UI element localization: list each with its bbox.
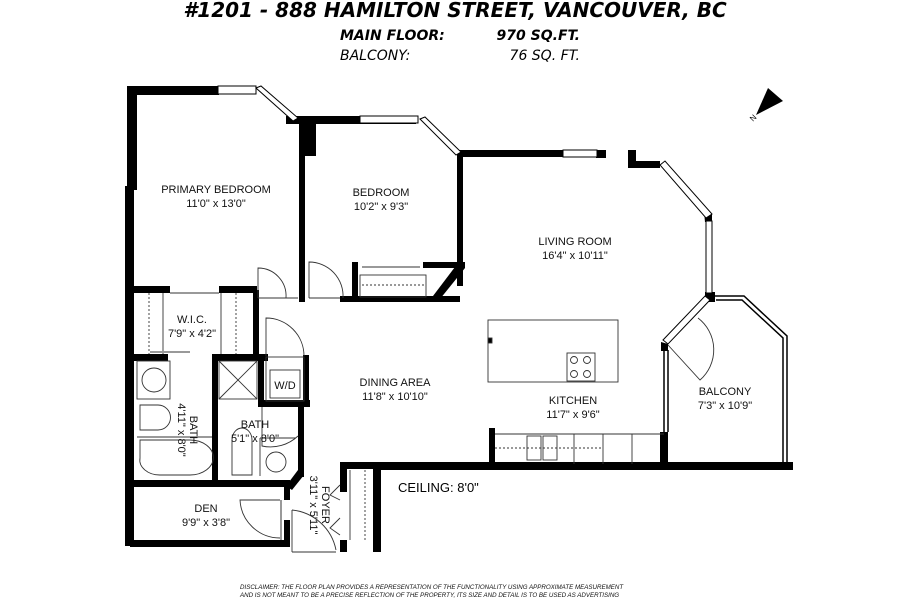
windows [217, 85, 713, 345]
fixtures [136, 261, 715, 553]
bedroom-name: BEDROOM [353, 187, 410, 199]
foyer-size: 3'11" x 5'11" [307, 476, 319, 535]
den-size: 9'9" x 3'8" [182, 517, 230, 529]
living-room-size: 16'4" x 10'11" [542, 250, 608, 262]
washer-dryer-label: W/D [274, 380, 295, 392]
balcony-area-label: BALCONY: [340, 48, 411, 64]
primary-bedroom-size: 11'0" x 13'0" [186, 198, 246, 210]
north-label: N [748, 113, 759, 124]
dining-area-name: DINING AREA [360, 377, 432, 389]
bath-size: 5'1" x 8'0" [231, 433, 279, 445]
page-title: #1201 - 888 HAMILTON STREET, VANCOUVER, … [183, 0, 727, 22]
kitchen-name: KITCHEN [549, 395, 597, 407]
ensuite-bath-name: BATH [187, 416, 199, 445]
foyer-name: FOYER [319, 486, 331, 524]
wic-size: 7'9" x 4'2" [168, 328, 216, 340]
primary-bedroom-name: PRIMARY BEDROOM [161, 184, 271, 196]
disclaimer-line-1: DISCLAIMER: THE FLOOR PLAN PROVIDES A RE… [240, 584, 624, 591]
walls [125, 86, 793, 552]
disclaimer-line-2: AND IS NOT MEANT TO BE A PRECISE REFLECT… [240, 592, 620, 599]
den-name: DEN [194, 503, 217, 515]
balcony-outline [663, 295, 788, 466]
bath-name: BATH [241, 419, 270, 431]
balcony-name: BALCONY [699, 386, 752, 398]
main-floor-value: 970 SQ.FT. [496, 28, 580, 44]
wic-name: W.I.C. [177, 314, 207, 326]
disclaimer: DISCLAIMER: THE FLOOR PLAN PROVIDES A RE… [240, 584, 680, 600]
main-floor-label: MAIN FLOOR: [340, 28, 445, 44]
living-room-name: LIVING ROOM [538, 236, 611, 248]
balcony-size: 7'3" x 10'9" [698, 400, 752, 412]
balcony-area-value: 76 SQ. FT. [509, 48, 580, 64]
ensuite-bath-size: 4'11" x 8'0" [175, 403, 187, 456]
kitchen-size: 11'7" x 9'6" [546, 409, 599, 421]
north-arrow-icon: N [748, 88, 783, 123]
dining-area-size: 11'8" x 10'10" [362, 391, 428, 403]
ceiling-height: CEILING: 8'0" [398, 480, 479, 495]
room-labels: PRIMARY BEDROOM 11'0" x 13'0" BEDROOM 10… [161, 184, 752, 534]
bedroom-size: 10'2" x 9'3" [354, 201, 408, 213]
